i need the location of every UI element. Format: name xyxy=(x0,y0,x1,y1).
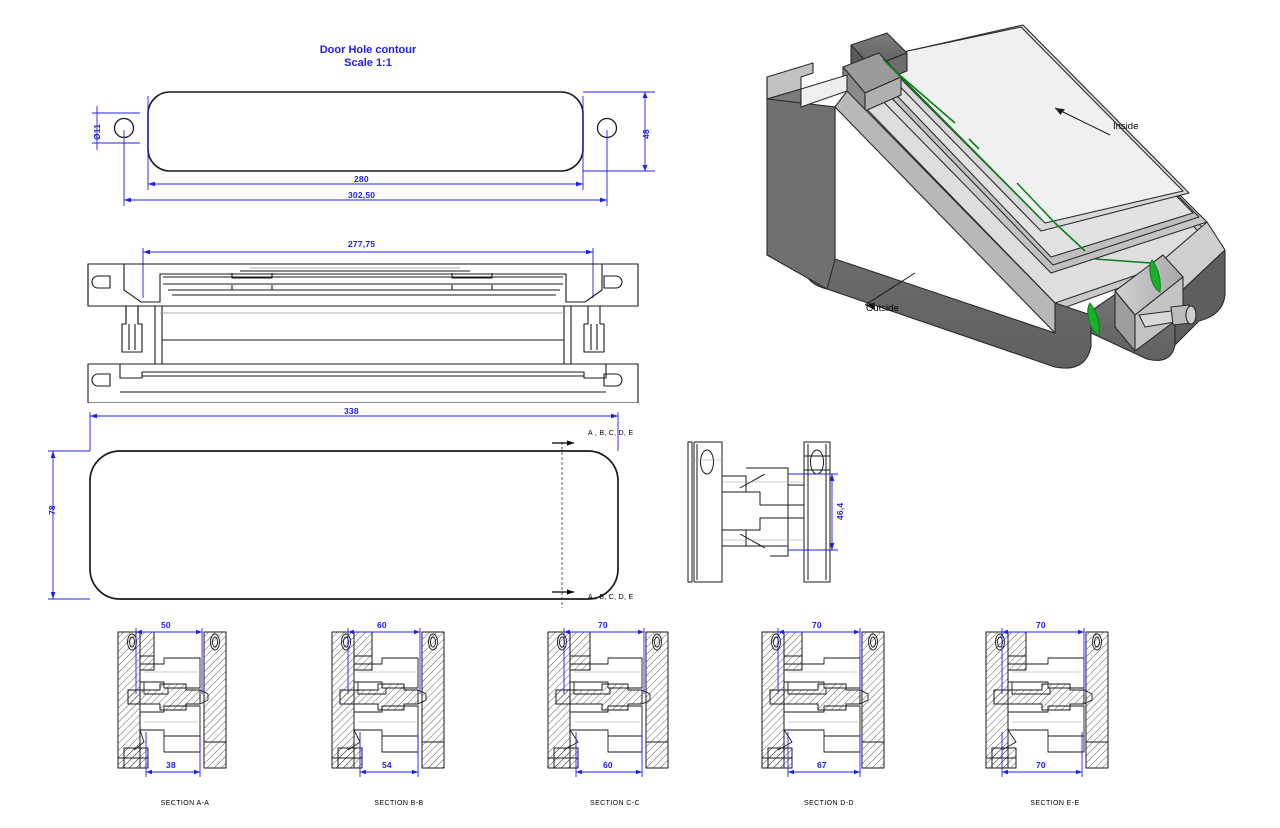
section-B-dim-top: 60 xyxy=(377,620,387,630)
section-C-dim-bottom: 60 xyxy=(603,760,613,770)
contour-overall-width-dim: 302,50 xyxy=(348,190,376,200)
section-view-C: 70 60 SECTION C-C xyxy=(540,612,760,807)
side-view-graphics xyxy=(687,441,838,583)
plan-height-dim: 78 xyxy=(47,505,57,515)
section-A-label: SECTION A-A xyxy=(160,800,210,807)
section-view-B: 60 54 SECTION B-B xyxy=(322,612,542,807)
section-D-dim-top: 70 xyxy=(812,620,822,630)
isometric-view-graphics xyxy=(766,24,1226,369)
section-E-label: SECTION E-E xyxy=(1030,800,1080,807)
section-A-dim-bottom: 38 xyxy=(166,760,176,770)
contour-view-graphics xyxy=(92,91,655,206)
section-C-graphics xyxy=(547,628,669,777)
section-E-dim-bottom: 70 xyxy=(1036,760,1046,770)
section-D-label: SECTION D-D xyxy=(804,800,854,807)
title-line-2: Scale 1:1 xyxy=(344,57,392,69)
section-E-dim-top: 70 xyxy=(1036,620,1046,630)
datum-label-top: A , B, C, D, E xyxy=(588,430,634,437)
section-A-dim-top: 50 xyxy=(161,620,171,630)
section-E-graphics xyxy=(985,628,1109,777)
section-C-label: SECTION C-C xyxy=(590,800,640,807)
plan-view-graphics xyxy=(48,412,619,608)
contour-hole-diameter-dim: Ø11 xyxy=(92,123,102,140)
section-view-E: 70 70 SECTION E-E xyxy=(968,612,1188,807)
section-D-graphics xyxy=(761,628,885,777)
elevation-width-dim: 277,75 xyxy=(348,239,376,249)
section-view-D: 70 67 SECTION D-D xyxy=(752,612,972,807)
section-A-graphics xyxy=(117,628,227,777)
label-outside: Outside xyxy=(866,303,899,314)
section-D-dim-bottom: 67 xyxy=(817,760,827,770)
datum-label-bottom: A , B, C, D, E xyxy=(588,594,634,601)
side-height-dim: 46,4 xyxy=(835,502,845,520)
section-B-dim-bottom: 54 xyxy=(382,760,392,770)
drawing-title: Door Hole contour Scale 1:1 xyxy=(288,44,448,70)
plan-width-dim: 338 xyxy=(344,406,359,416)
contour-inner-width-dim: 280 xyxy=(354,174,369,184)
section-B-graphics xyxy=(331,628,445,777)
elevation-view-graphics xyxy=(87,248,639,403)
label-inside: Inside xyxy=(1113,121,1139,132)
section-B-label: SECTION B-B xyxy=(374,800,424,807)
title-line-1: Door Hole contour xyxy=(319,44,417,56)
section-C-dim-top: 70 xyxy=(598,620,608,630)
contour-height-dim: 48 xyxy=(641,129,651,139)
section-view-A: 50 38 SECTION A-A xyxy=(108,612,328,807)
